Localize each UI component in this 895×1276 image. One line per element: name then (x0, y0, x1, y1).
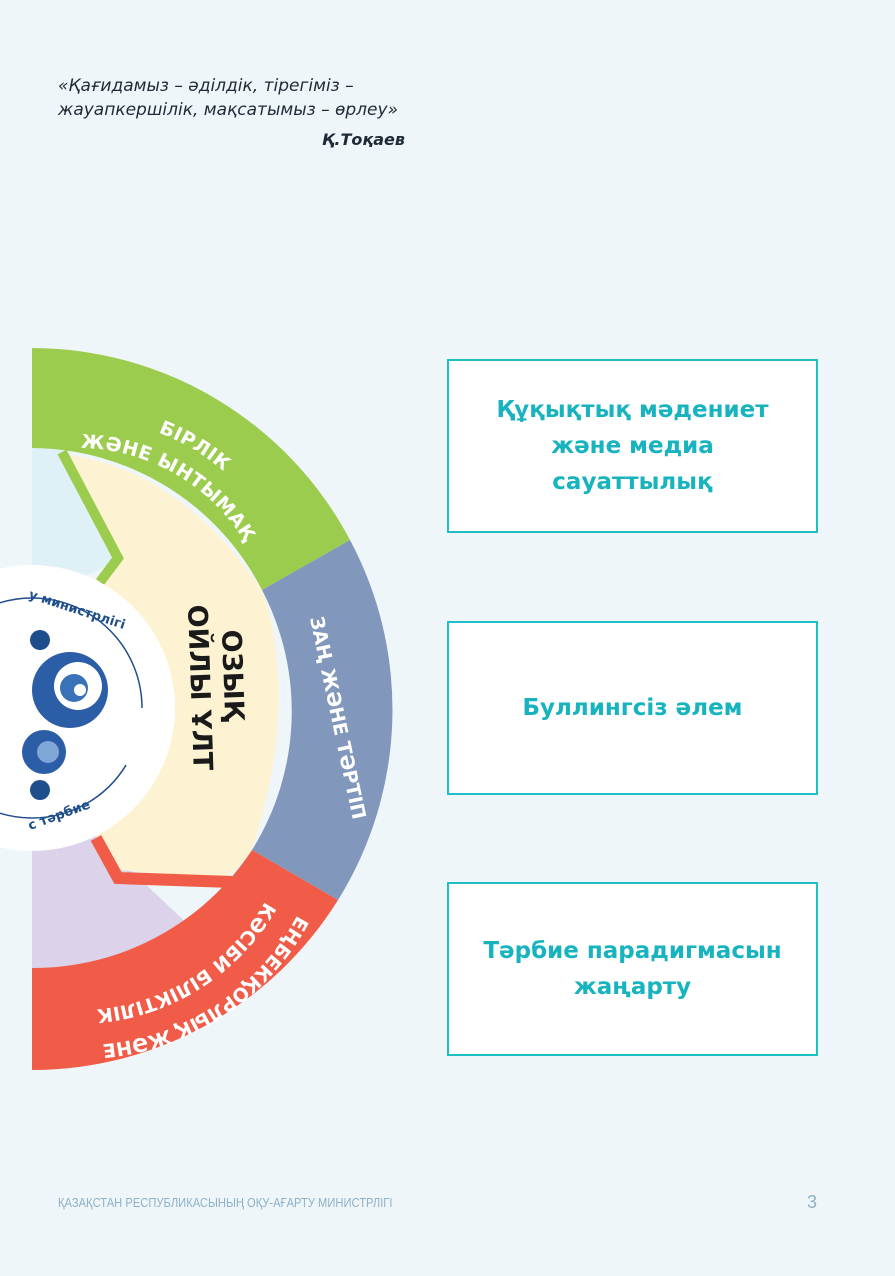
epigraph-quote: «Қағидамыз – әділдік, тірегіміз – жауапк… (58, 74, 418, 122)
quote-line-1: «Қағидамыз – әділдік, тірегіміз – (58, 76, 354, 96)
footer-organization: ҚАЗАҚСТАН РЕСПУБЛИКАСЫНЫҢ ОҚУ-АҒАРТУ МИН… (58, 1195, 393, 1210)
ornament-icon (22, 630, 108, 800)
core-green-edge (57, 449, 124, 585)
logo-ring (0, 597, 143, 819)
core-red-edge (90, 835, 233, 888)
box-paradigm: Тәрбие парадигмасын жаңарту (447, 882, 818, 1056)
inner-sector-bottom (32, 708, 215, 970)
box-legal-culture-text: Құқықтық мәдениет және медиа сауаттылық (496, 397, 769, 495)
box-bullying-free-text: Буллингсіз әлем (522, 695, 743, 721)
box-legal-culture: Құқықтық мәдениет және медиа сауаттылық (447, 359, 818, 533)
box-bullying-free: Буллингсіз әлем (447, 621, 818, 795)
values-wheel: у министрлігі с тәрбие БІРЛІК ЖӘНЕ ЫНТЫМ… (0, 348, 393, 1070)
quote-line-2: жауапкершілік, мақсатымыз – өрлеу» (58, 100, 399, 120)
quote-author: Қ.Тоқаев (321, 130, 405, 149)
page-number: 3 (806, 1192, 817, 1212)
segment-law-slate (252, 540, 393, 900)
segment-labour-red (32, 850, 338, 1070)
segment-unity-green (32, 348, 350, 590)
box-paradigm-text: Тәрбие парадигмасын жаңарту (483, 938, 782, 1000)
center-label-2: ОЙЛЫ ҰЛТ (181, 604, 219, 771)
center-label-1: ОЗЫҚ (215, 629, 249, 722)
